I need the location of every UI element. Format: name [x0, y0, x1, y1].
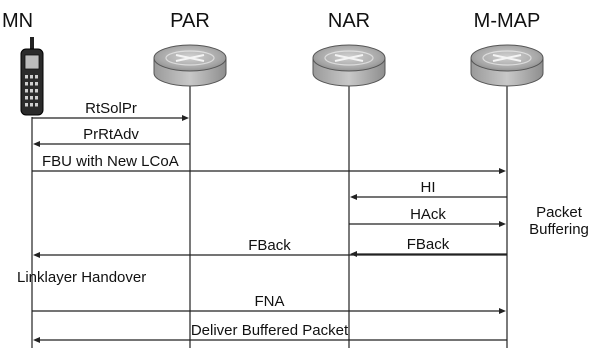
entity-label-nar: NAR: [328, 10, 370, 32]
message-label: FBU with New LCoA: [42, 153, 179, 170]
message-label: Deliver Buffered Packet: [191, 322, 349, 339]
message-arrow: FBack: [350, 236, 507, 257]
message-label: HAck: [410, 206, 446, 223]
message-label: FNA: [255, 293, 285, 310]
entity-label-mn: MN: [2, 10, 33, 32]
entity-mn: MN: [2, 10, 44, 116]
message-arrow: HI: [350, 179, 507, 200]
entity-nar: NAR: [312, 10, 386, 87]
router-icon: [153, 44, 227, 87]
entity-label-par: PAR: [170, 10, 210, 32]
message-label: PrRtAdv: [83, 126, 139, 143]
message-arrow: Deliver Buffered Packet: [33, 322, 507, 343]
message-arrow: FBack: [33, 237, 507, 258]
router-icon: [470, 44, 544, 87]
message-label: RtSolPr: [85, 100, 137, 117]
message-label: FBack: [248, 237, 291, 254]
message-arrow: RtSolPr: [32, 100, 189, 121]
message-label: HI: [421, 179, 436, 196]
packet-buffering-note-line: Packet: [536, 204, 583, 221]
entity-label-mmap: M-MAP: [474, 10, 541, 32]
message-arrow: PrRtAdv: [33, 126, 190, 147]
entity-mmap: M-MAP: [470, 10, 544, 87]
linklayer-handover-note: Linklayer Handover: [17, 269, 146, 286]
message-arrow: FBU with New LCoA: [32, 153, 506, 174]
entity-par: PAR: [153, 10, 227, 87]
message-label: FBack: [407, 236, 450, 253]
message-arrow: HAck: [349, 206, 506, 227]
mobile-phone-icon: [20, 37, 44, 116]
message-arrow: FNA: [32, 293, 506, 314]
packet-buffering-note-line: Buffering: [529, 221, 589, 238]
router-icon: [312, 44, 386, 87]
